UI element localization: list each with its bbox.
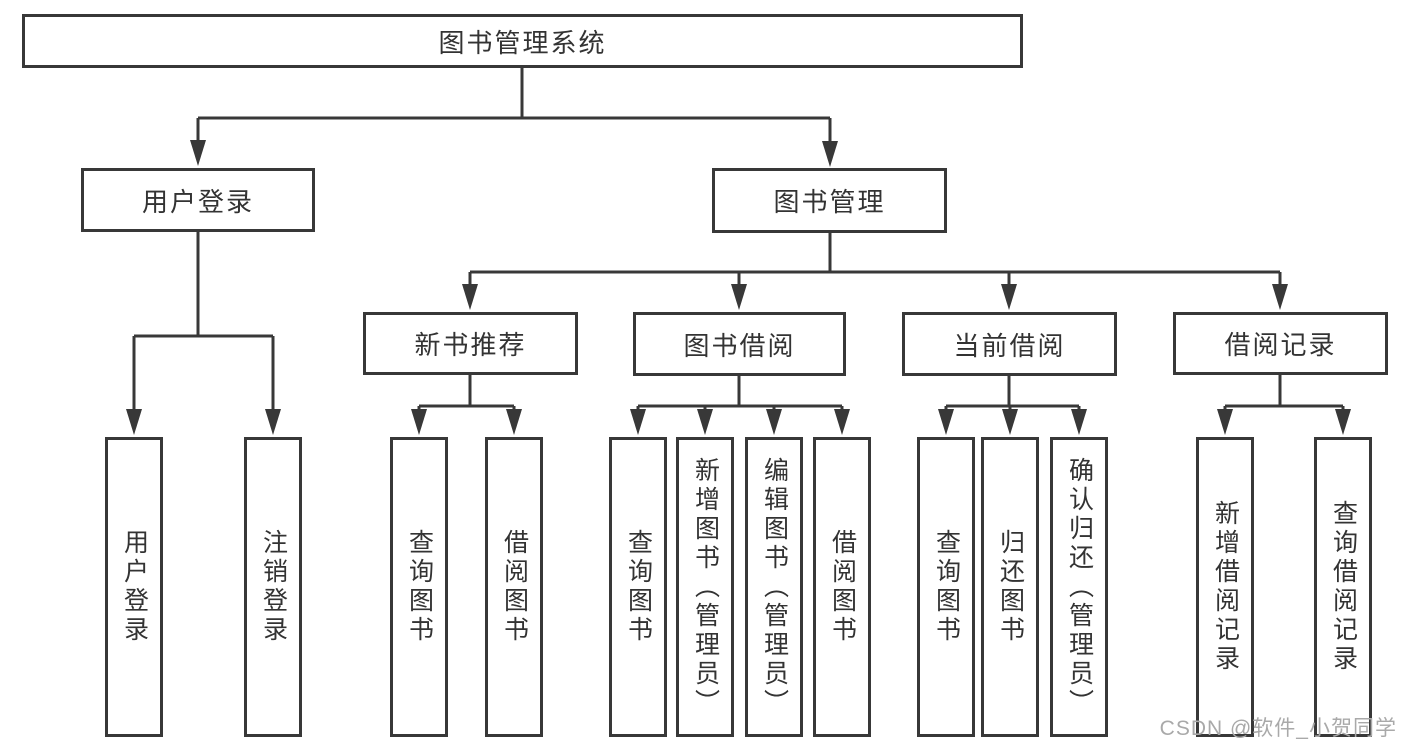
node-label: 确认归还（管理员） [1065, 456, 1094, 718]
leaf-borrow-books: 借阅图书 [813, 437, 871, 737]
node-label: 编辑图书（管理员） [760, 456, 789, 718]
node-label: 借阅记录 [1224, 330, 1337, 360]
node-root-library-system: 图书管理系统 [22, 14, 1023, 68]
leaf-query-books-borrow: 查询图书 [609, 437, 667, 737]
node-section-new-book-recommend: 新书推荐 [363, 312, 578, 375]
node-label: 新增借阅记录 [1211, 500, 1240, 674]
node-label: 图书借阅 [683, 330, 796, 361]
leaf-edit-books-admin: 编辑图书（管理员） [745, 437, 803, 737]
node-label: 新增图书（管理员） [691, 456, 720, 718]
leaf-query-books-recommend: 查询图书 [390, 437, 448, 737]
node-label: 借阅图书 [828, 529, 857, 645]
node-label: 新书推荐 [414, 330, 527, 360]
leaf-logout: 注销登录 [244, 437, 302, 737]
leaf-query-borrow-record: 查询借阅记录 [1314, 437, 1372, 737]
node-label: 查询图书 [624, 529, 653, 645]
leaf-add-borrow-record: 新增借阅记录 [1196, 437, 1254, 737]
node-label: 查询图书 [932, 529, 961, 645]
csdn-watermark: CSDN @软件_小贺同学 [1159, 717, 1397, 740]
node-label: 归还图书 [996, 529, 1025, 645]
node-book-management-branch: 图书管理 [712, 168, 947, 233]
node-label: 用户登录 [120, 529, 149, 645]
node-label: 注销登录 [259, 529, 288, 645]
node-label: 图书管理系统 [438, 27, 607, 58]
leaf-return-books: 归还图书 [981, 437, 1039, 737]
leaf-user-login: 用户登录 [105, 437, 163, 737]
node-user-login-branch: 用户登录 [81, 168, 315, 232]
leaf-query-books-current: 查询图书 [917, 437, 975, 737]
leaf-confirm-return-admin: 确认归还（管理员） [1050, 437, 1108, 737]
node-label: 借阅图书 [500, 529, 529, 645]
node-label: 用户登录 [141, 186, 254, 217]
node-label: 图书管理 [773, 187, 886, 217]
node-section-book-borrow: 图书借阅 [633, 312, 846, 376]
node-section-borrow-records: 借阅记录 [1173, 312, 1388, 375]
node-label: 查询图书 [405, 529, 434, 645]
leaf-borrow-books-recommend: 借阅图书 [485, 437, 543, 737]
node-label: 当前借阅 [953, 330, 1066, 361]
node-section-current-borrow: 当前借阅 [902, 312, 1117, 376]
leaf-add-books-admin: 新增图书（管理员） [676, 437, 734, 737]
node-label: 查询借阅记录 [1329, 500, 1358, 674]
